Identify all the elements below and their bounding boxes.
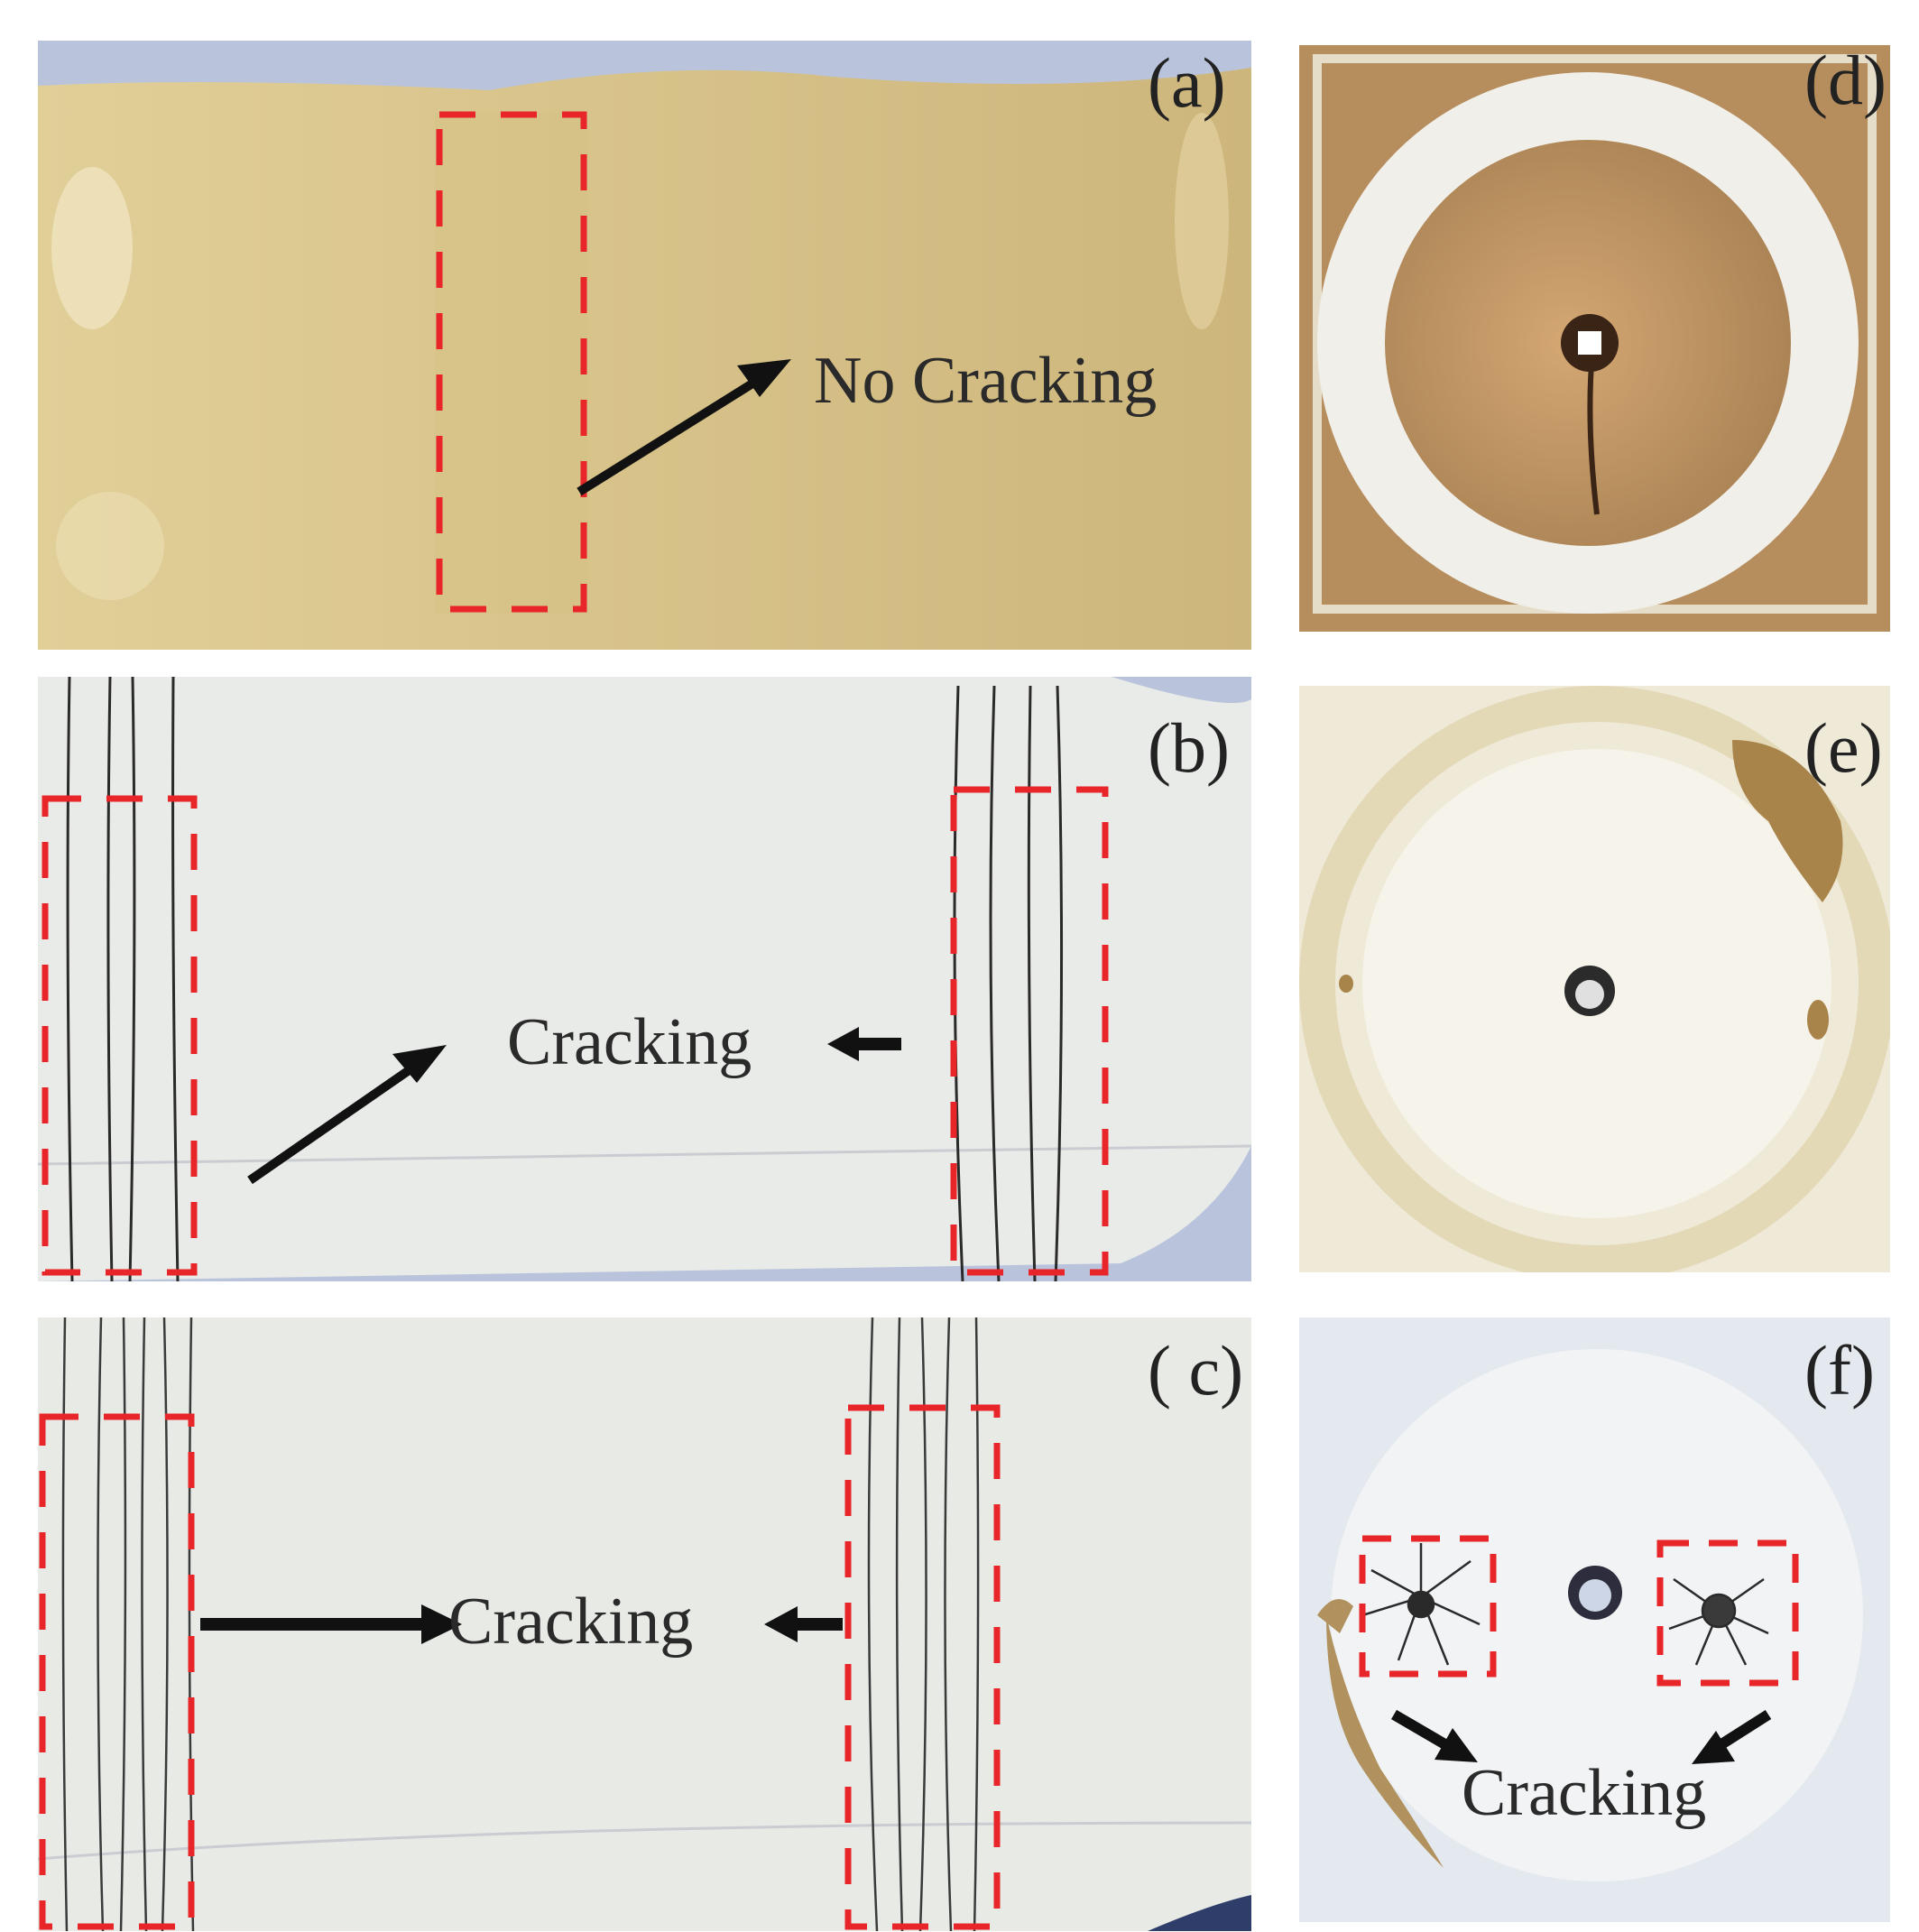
panel-label-a: (a) [1148, 43, 1226, 122]
crack-lines-left-b [66, 677, 180, 1281]
panel-b: (b) Cracking [38, 677, 1251, 1281]
star-crack-right [1668, 1577, 1769, 1666]
panel-label-d: (d) [1804, 45, 1887, 119]
highlight-boxes-b [42, 786, 1109, 1276]
star-crack-left [1361, 1543, 1481, 1666]
panel-b-photo [38, 677, 1251, 1281]
panel-label-f: (f) [1804, 1331, 1875, 1410]
arrow-a [577, 359, 791, 496]
panel-label-e: (e) [1804, 708, 1883, 787]
arrow-b-left [247, 1045, 447, 1185]
arrow-f-right [1692, 1709, 1772, 1764]
panel-c-photo [38, 1317, 1251, 1931]
annotation-cracking-b: Cracking [507, 1005, 752, 1079]
panel-a-photo [38, 41, 1251, 650]
annotation-no-cracking: No Cracking [814, 344, 1158, 418]
panel-d-photo [1299, 45, 1890, 632]
panel-c: ( c) Cracking [38, 1317, 1251, 1931]
arrow-f-left [1390, 1709, 1478, 1762]
panel-f: (f) Cracking [1299, 1317, 1890, 1922]
panel-e-photo [1299, 686, 1890, 1272]
panel-a: (a) No Cracking [38, 41, 1251, 650]
panel-f-photo [1299, 1317, 1890, 1922]
arrow-c-right [764, 1606, 843, 1642]
annotation-cracking-c: Cracking [448, 1585, 694, 1659]
highlight-boxes-c [39, 1404, 1001, 1930]
annotation-cracking-f: Cracking [1462, 1756, 1707, 1830]
panel-e: (e) [1299, 686, 1890, 1272]
arrow-c-left [200, 1604, 462, 1644]
panel-label-c: ( c) [1148, 1331, 1244, 1410]
arrow-b-right [827, 1027, 901, 1061]
highlight-boxes-f [1359, 1535, 1799, 1687]
panel-label-b: (b) [1148, 708, 1230, 787]
panel-d: (d) [1299, 45, 1890, 632]
highlight-box-a [436, 111, 587, 613]
